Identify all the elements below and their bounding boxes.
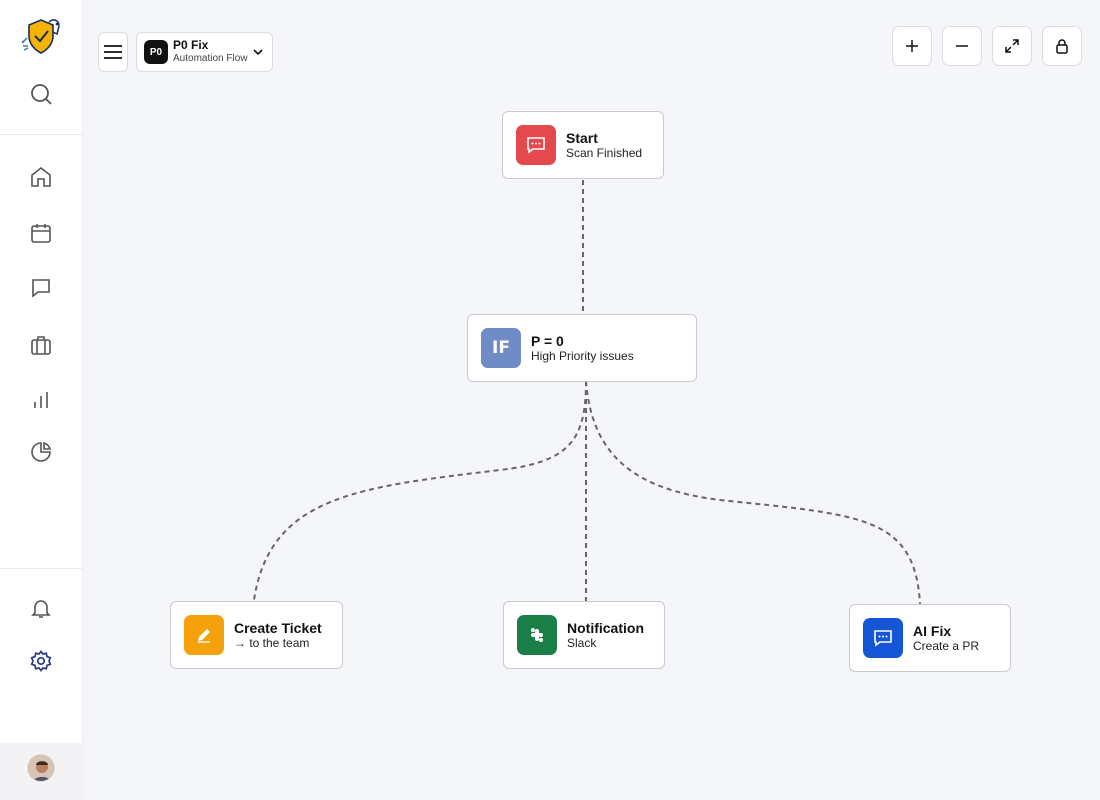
home-icon[interactable]	[28, 164, 54, 190]
node-start[interactable]: Start Scan Finished	[502, 111, 664, 179]
edge-condition-to-ticket	[253, 380, 587, 601]
lock-button[interactable]	[1042, 26, 1082, 66]
gear-icon[interactable]	[28, 648, 54, 674]
avatar[interactable]	[27, 754, 55, 782]
sidebar-divider	[0, 568, 83, 569]
bell-icon[interactable]	[28, 595, 54, 621]
zoom-out-button[interactable]	[942, 26, 982, 66]
pie-chart-icon[interactable]	[28, 439, 54, 465]
flow-subtitle: Automation Flow	[173, 53, 248, 64]
node-title: Start	[566, 129, 598, 146]
edge-condition-to-aifix	[585, 380, 921, 605]
flow-name: P0 Fix	[173, 38, 209, 52]
fit-view-button[interactable]	[992, 26, 1032, 66]
expand-icon	[1005, 39, 1019, 53]
chat-icon	[863, 618, 903, 658]
node-title: Create Ticket	[234, 619, 322, 636]
node-title: AI Fix	[913, 622, 952, 639]
flow-badge: P0	[144, 40, 168, 64]
pencil-icon	[184, 615, 224, 655]
node-notification[interactable]: Notification Slack	[503, 601, 665, 669]
plus-icon	[906, 40, 918, 52]
chevron-down-icon	[253, 49, 263, 56]
node-subtitle: Create a PR	[913, 638, 980, 653]
node-ai-fix[interactable]: AI Fix Create a PR	[849, 604, 1011, 672]
zoom-in-button[interactable]	[892, 26, 932, 66]
flow-selector[interactable]: P0 P0 Fix Automation Flow	[136, 32, 273, 72]
bar-chart-icon[interactable]	[28, 387, 54, 413]
lock-icon	[1056, 39, 1068, 54]
hamburger-icon	[104, 45, 122, 59]
slack-icon	[517, 615, 557, 655]
node-subtitle: Slack	[567, 635, 597, 650]
sidebar	[0, 0, 83, 800]
node-subtitle: → to the team	[234, 635, 310, 650]
node-subtitle: High Priority issues	[531, 348, 634, 363]
node-title: Notification	[567, 619, 644, 636]
briefcase-icon[interactable]	[28, 332, 54, 358]
sidebar-top	[0, 0, 82, 135]
node-create-ticket[interactable]: Create Ticket → to the team	[170, 601, 343, 669]
node-subtitle: Scan Finished	[566, 145, 643, 160]
chat-icon	[516, 125, 556, 165]
condition-icon: IF	[481, 328, 521, 368]
minus-icon	[956, 45, 968, 47]
node-condition[interactable]: IF P = 0 High Priority issues	[467, 314, 697, 382]
menu-button[interactable]	[98, 32, 128, 72]
search-icon[interactable]	[28, 81, 54, 107]
app-logo[interactable]	[15, 12, 67, 62]
condition-label: IF	[492, 338, 510, 358]
node-title: P = 0	[531, 332, 564, 349]
chat-icon[interactable]	[28, 275, 54, 301]
calendar-icon[interactable]	[28, 220, 54, 246]
